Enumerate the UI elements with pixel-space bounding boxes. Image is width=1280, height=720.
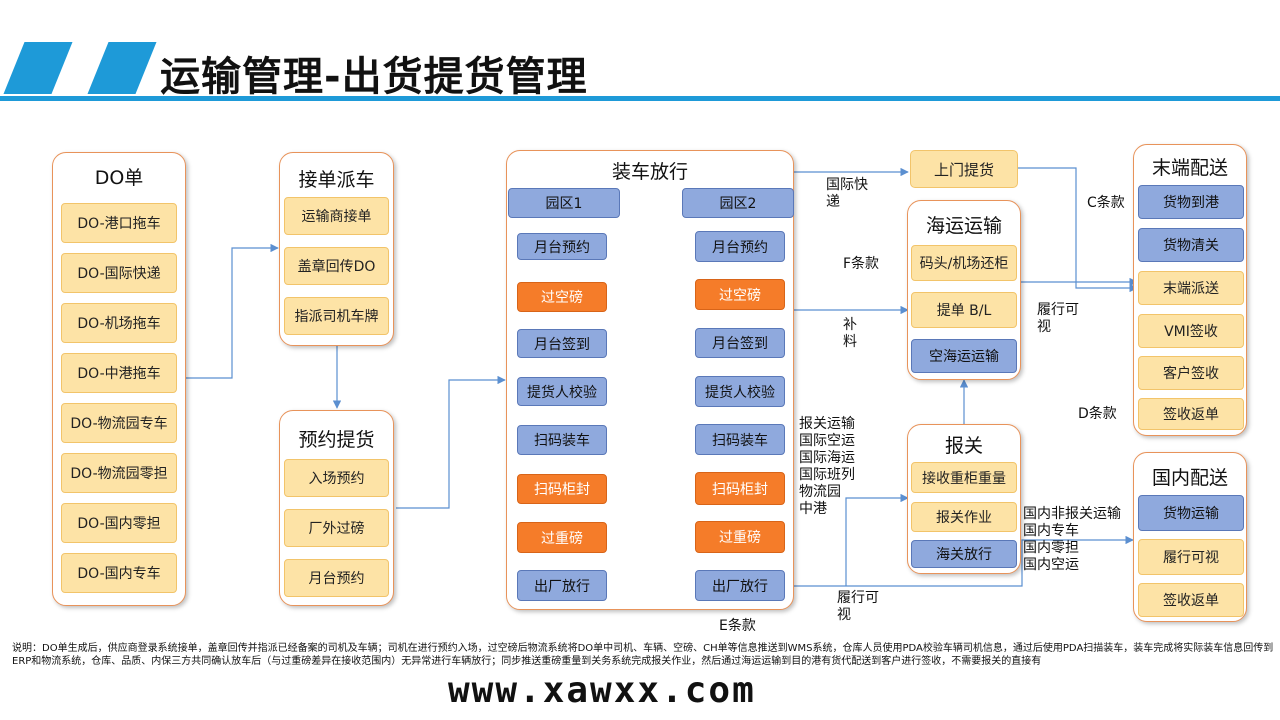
label-fulfil-visible-exit: 履行可 视	[837, 590, 879, 623]
zone2-step-dock-booking[interactable]: 月台预约	[695, 231, 785, 262]
zone2-step-scan-seal[interactable]: 扫码柜封	[695, 472, 785, 505]
label-customs-transport: 报关运输 国际空运 国际海运 国际班列 物流园 中港	[799, 416, 855, 517]
label-c-clause: C条款	[1087, 195, 1125, 211]
lastmile-item-receipt-return[interactable]: 签收返单	[1138, 398, 1244, 430]
zone2-step-exit-release[interactable]: 出厂放行	[695, 570, 785, 601]
do-panel-title: DO单	[94, 167, 144, 189]
sea-item-return-container[interactable]: 码头/机场还柜	[911, 245, 1017, 281]
zone1-step-scan-seal[interactable]: 扫码柜封	[517, 474, 607, 504]
do-panel: DO单 DO-港口拖车 DO-国际快递 DO-机场拖车 DO-中港拖车 DO-物…	[52, 152, 186, 606]
booking-item-weigh-outside[interactable]: 厂外过磅	[284, 509, 389, 547]
watermark: www.xawxx.com	[448, 670, 756, 711]
dispatch-panel-title: 接单派车	[298, 169, 375, 191]
domestic-panel: 国内配送 货物运输 履行可视 签收返单	[1133, 452, 1247, 622]
sea-item-air-sea[interactable]: 空海运运输	[911, 339, 1017, 373]
domestic-item-visibility[interactable]: 履行可视	[1138, 539, 1244, 575]
customs-item-receive-weight[interactable]: 接收重柜重量	[911, 462, 1017, 493]
zone1-step-dock-booking[interactable]: 月台预约	[517, 233, 607, 260]
label-fulfil-visible-sea: 履行可 视	[1037, 302, 1079, 335]
zone2-step-dock-checkin[interactable]: 月台签到	[695, 328, 785, 358]
zone1-step-exit-release[interactable]: 出厂放行	[517, 570, 607, 601]
lastmile-item-clearance[interactable]: 货物清关	[1138, 228, 1244, 262]
sea-panel: 海运运输 码头/机场还柜 提单 B/L 空海运运输	[907, 200, 1021, 380]
zone1-step-picker-verify[interactable]: 提货人校验	[517, 377, 607, 406]
zone2-header[interactable]: 园区2	[682, 188, 794, 218]
lastmile-item-arrive-port[interactable]: 货物到港	[1138, 185, 1244, 219]
domestic-item-transport[interactable]: 货物运输	[1138, 495, 1244, 531]
do-item-intl-express[interactable]: DO-国际快递	[61, 253, 177, 293]
do-item-port-tow[interactable]: DO-港口拖车	[61, 203, 177, 243]
zone2-step-empty-weigh[interactable]: 过空磅	[695, 279, 785, 310]
dispatch-item-assign-driver[interactable]: 指派司机车牌	[284, 297, 389, 335]
sea-panel-title: 海运运输	[925, 215, 1002, 237]
do-item-airport-tow[interactable]: DO-机场拖车	[61, 303, 177, 343]
booking-panel-title: 预约提货	[298, 429, 375, 451]
sea-item-bill-of-lading[interactable]: 提单 B/L	[911, 292, 1017, 328]
zone2-step-heavy-weigh[interactable]: 过重磅	[695, 521, 785, 553]
zone1-step-dock-checkin[interactable]: 月台签到	[517, 329, 607, 358]
header-rule	[0, 96, 1280, 101]
zone1-step-heavy-weigh[interactable]: 过重磅	[517, 522, 607, 553]
loading-panel-title: 装车放行	[611, 161, 688, 183]
customs-item-clearance[interactable]: 海关放行	[911, 540, 1017, 568]
zone1-step-scan-load[interactable]: 扫码装车	[517, 425, 607, 455]
lastmile-item-delivery[interactable]: 末端派送	[1138, 271, 1244, 305]
label-intl-express: 国际快 递	[826, 177, 868, 210]
lastmile-item-vmi-sign[interactable]: VMI签收	[1138, 314, 1244, 348]
customs-item-declaration[interactable]: 报关作业	[911, 502, 1017, 532]
page-title: 运输管理-出货提货管理	[160, 54, 588, 100]
do-item-hk-tow[interactable]: DO-中港拖车	[61, 353, 177, 393]
zone1-step-empty-weigh[interactable]: 过空磅	[517, 282, 607, 312]
label-d-clause: D条款	[1078, 406, 1117, 422]
do-item-domestic-ltl[interactable]: DO-国内零担	[61, 503, 177, 543]
dispatch-item-stamp-return[interactable]: 盖章回传DO	[284, 247, 389, 285]
do-item-park-ltl[interactable]: DO-物流园零担	[61, 453, 177, 493]
booking-item-dock-booking[interactable]: 月台预约	[284, 559, 389, 597]
booking-panel: 预约提货 入场预约 厂外过磅 月台预约	[279, 410, 394, 606]
domestic-item-receipt-return[interactable]: 签收返单	[1138, 583, 1244, 617]
dispatch-panel: 接单派车 运输商接单 盖章回传DO 指派司机车牌	[279, 152, 394, 346]
footnote: 说明：DO单生成后，供应商登录系统接单，盖章回传并指派已经备案的司机及车辆；司机…	[12, 643, 1274, 667]
zone1-header[interactable]: 园区1	[508, 188, 620, 218]
label-domestic-types: 国内非报关运输 国内专车 国内零担 国内空运	[1023, 506, 1121, 573]
lastmile-panel: 末端配送 货物到港 货物清关 末端派送 VMI签收 客户签收 签收返单	[1133, 144, 1247, 436]
do-item-park-dedicated[interactable]: DO-物流园专车	[61, 403, 177, 443]
do-item-domestic-dedicated[interactable]: DO-国内专车	[61, 553, 177, 593]
arrow-booking-to-loading	[396, 375, 506, 509]
customs-panel-title: 报关	[944, 435, 983, 457]
domestic-panel-title: 国内配送	[1151, 467, 1228, 489]
door-pickup-box[interactable]: 上门提货	[910, 150, 1018, 188]
lastmile-panel-title: 末端配送	[1151, 157, 1228, 179]
booking-item-entry[interactable]: 入场预约	[284, 459, 389, 497]
lastmile-item-customer-sign[interactable]: 客户签收	[1138, 356, 1244, 390]
zone2-step-scan-load[interactable]: 扫码装车	[695, 424, 785, 455]
label-f-clause: F条款	[843, 256, 880, 272]
zone2-step-picker-verify[interactable]: 提货人校验	[695, 376, 785, 407]
label-supplement: 补 料	[843, 317, 857, 350]
label-e-clause: E条款	[719, 618, 756, 634]
dispatch-item-accept[interactable]: 运输商接单	[284, 197, 389, 235]
customs-panel: 报关 接收重柜重量 报关作业 海关放行	[907, 424, 1021, 574]
arrow-do-to-dispatch	[186, 243, 279, 379]
